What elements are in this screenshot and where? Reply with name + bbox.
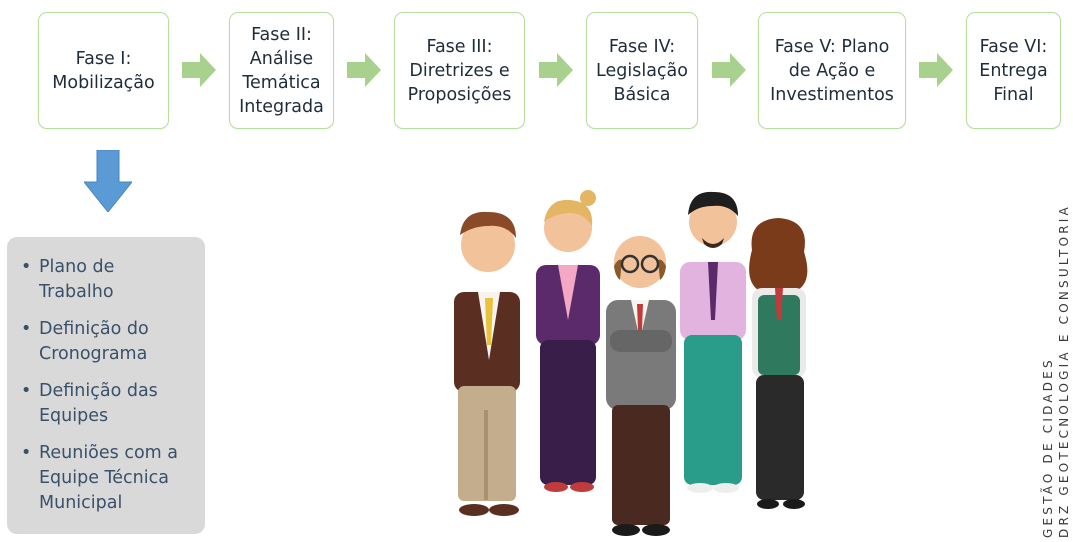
list-item: Definição do Cronograma xyxy=(19,317,195,367)
side-caption-line1: GESTÃO DE CIDADES xyxy=(1040,357,1055,538)
person-4 xyxy=(680,191,746,493)
phase-5-label: Fase V: Plano de Ação e Investimentos xyxy=(770,36,894,105)
phase-6-label: Fase VI: Entrega Final xyxy=(979,36,1048,105)
arrow-right-icon xyxy=(539,53,573,87)
phase-5-box: Fase V: Plano de Ação e Investimentos xyxy=(758,12,906,129)
phase-4-box: Fase IV: Legislação Básica xyxy=(586,12,698,129)
phase-2-label: Fase II: Análise Temática Integrada xyxy=(239,24,324,117)
person-3 xyxy=(606,236,676,536)
person-1 xyxy=(454,211,520,516)
arrow-right-icon xyxy=(919,53,953,87)
phase-1-label: Fase I: Mobilização xyxy=(52,48,155,93)
list-item: Plano de Trabalho xyxy=(19,255,195,305)
phase-1-details-box: Plano de Trabalho Definição do Cronogram… xyxy=(7,237,205,534)
person-5 xyxy=(749,218,808,509)
list-item: Definição das Equipes xyxy=(19,379,195,429)
phase-6-box: Fase VI: Entrega Final xyxy=(966,12,1061,129)
person-2 xyxy=(536,190,600,492)
phase-3-box: Fase III: Diretrizes e Proposições xyxy=(394,12,525,129)
phase-1-box: Fase I: Mobilização xyxy=(38,12,169,129)
list-item: Reuniões com a Equipe Técnica Municipal xyxy=(19,441,195,516)
arrow-right-icon xyxy=(182,53,216,87)
phase-1-details-list: Plano de Trabalho Definição do Cronogram… xyxy=(19,255,195,516)
phase-4-label: Fase IV: Legislação Básica xyxy=(596,36,688,105)
phase-2-box: Fase II: Análise Temática Integrada xyxy=(229,12,334,129)
side-caption-line2: DRZ GEOTECNOLOGIA E CONSULTORIA xyxy=(1057,204,1071,538)
arrow-right-icon xyxy=(712,53,746,87)
arrow-down-icon xyxy=(84,150,132,212)
business-team-illustration xyxy=(454,190,808,536)
side-caption: GESTÃO DE CIDADES DRZ GEOTECNOLOGIA E CO… xyxy=(1040,204,1071,538)
arrow-right-icon xyxy=(347,53,381,87)
phase-3-label: Fase III: Diretrizes e Proposições xyxy=(407,36,512,105)
